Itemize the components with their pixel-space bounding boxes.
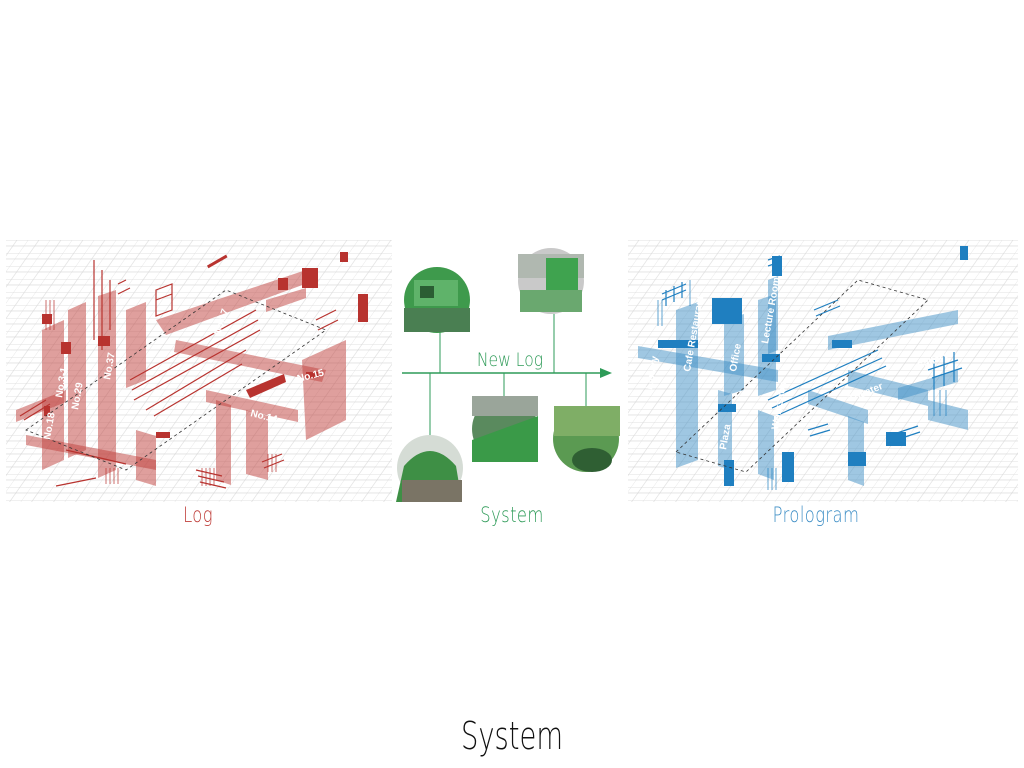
prologram-axonometric-drawing: Gallery Theater Cafe Restaurant Lecture … bbox=[628, 240, 1018, 502]
system-connectors bbox=[429, 314, 587, 436]
page-title: System bbox=[460, 714, 564, 758]
log-solid-objects bbox=[42, 252, 368, 438]
new-log-label: New Log bbox=[477, 350, 543, 372]
system-diagram: New Log bbox=[396, 248, 620, 502]
log-linework bbox=[19, 260, 339, 489]
log-label-no37: No.37 bbox=[102, 351, 118, 380]
log-diagram-panel: No.17 No.37 No.15 No.14 No.29 No.3-1 No.… bbox=[6, 240, 392, 502]
photo-circle-5 bbox=[553, 406, 620, 472]
system-diagram-panel: New Log bbox=[396, 240, 628, 502]
prologram-label-office: Office bbox=[728, 342, 744, 372]
photo-circle-3 bbox=[396, 435, 463, 502]
prologram-hatching bbox=[657, 280, 947, 490]
photo-circle-2 bbox=[518, 248, 584, 314]
new-log-arrow bbox=[402, 368, 612, 378]
prologram-caption: Prologram bbox=[772, 503, 860, 527]
prologram-solid-objects bbox=[658, 246, 968, 486]
system-caption: System bbox=[480, 503, 544, 527]
log-label-no3-1: No.3-1 bbox=[54, 366, 70, 398]
log-axonometric-drawing: No.17 No.37 No.15 No.14 No.29 No.3-1 No.… bbox=[6, 240, 392, 502]
prologram-label-plaza: Plaza bbox=[718, 423, 733, 451]
prologram-linework bbox=[661, 255, 963, 443]
prologram-volumes bbox=[638, 276, 968, 486]
photo-circle-1 bbox=[404, 267, 470, 333]
site-outline bbox=[25, 289, 327, 471]
log-label-no18: No.18 bbox=[42, 411, 58, 440]
log-label-no29: No.29 bbox=[70, 381, 86, 410]
photo-circle-4 bbox=[472, 396, 538, 462]
log-volumes bbox=[16, 270, 346, 486]
prologram-diagram-panel: Gallery Theater Cafe Restaurant Lecture … bbox=[628, 240, 1018, 502]
log-caption: Log bbox=[183, 503, 213, 527]
log-hatching bbox=[45, 300, 277, 486]
